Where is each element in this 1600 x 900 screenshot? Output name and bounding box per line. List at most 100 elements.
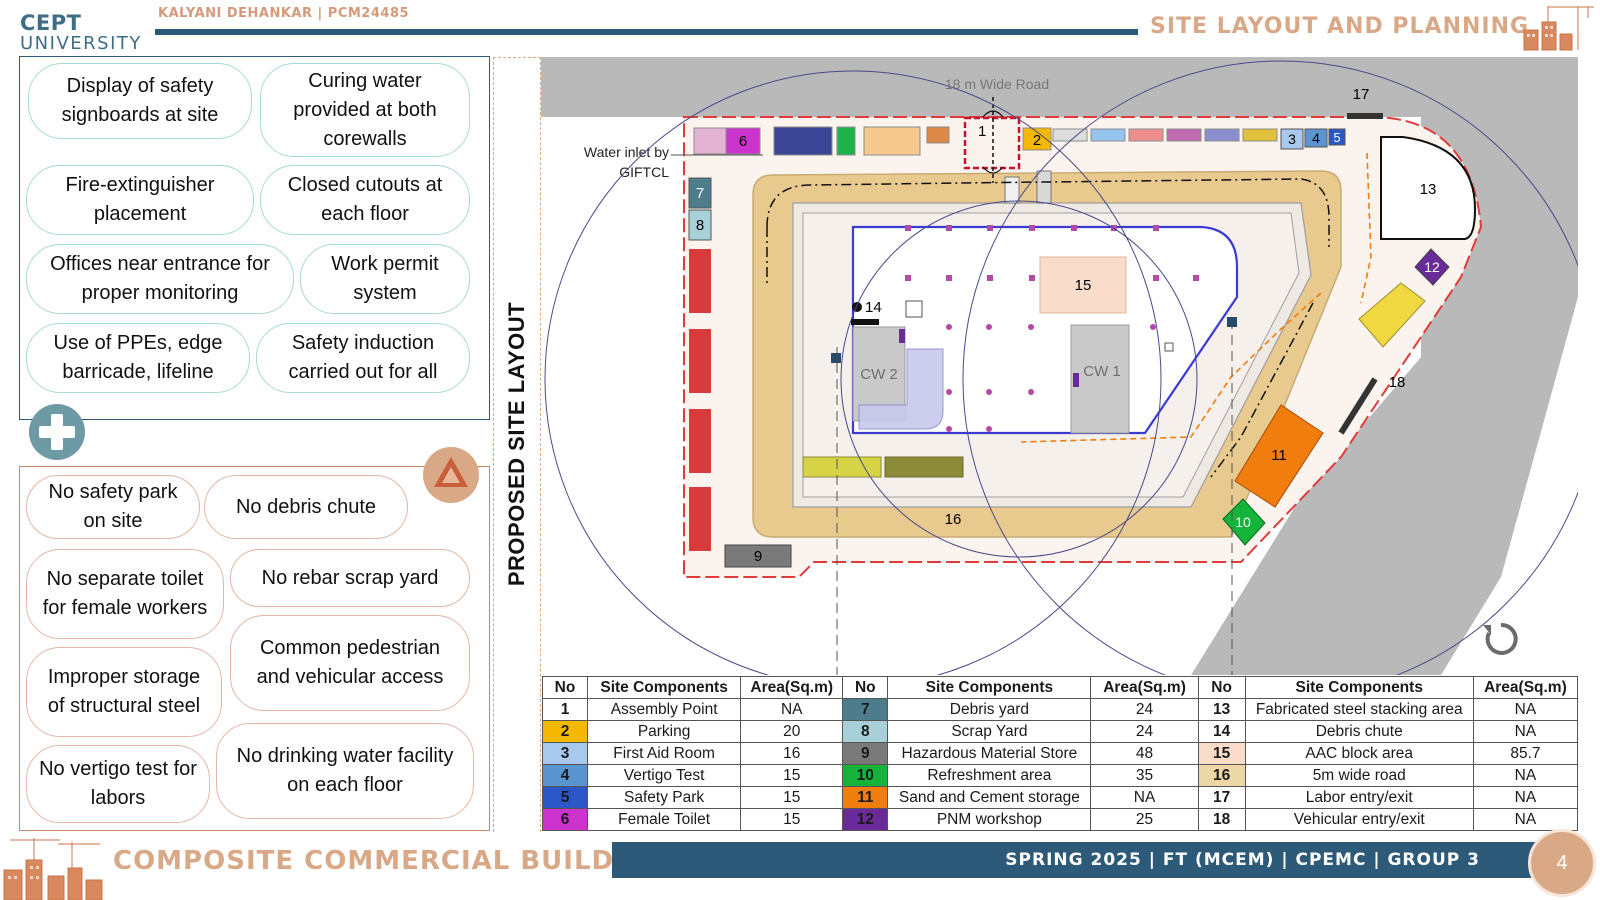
side-road	[1191, 117, 1578, 675]
construction-crane-icon	[1523, 6, 1594, 51]
component-number: 16	[1197, 764, 1246, 787]
component-area: 15	[740, 786, 844, 809]
col-header: Area(Sq.m)	[1090, 676, 1199, 699]
component-name: Debris yard	[887, 698, 1092, 721]
col-header: Site Components	[887, 676, 1092, 699]
fabricated-steel-area	[1380, 136, 1477, 240]
scrap-yard	[688, 209, 712, 241]
header-rule	[155, 29, 1138, 35]
labor-entry	[1347, 113, 1383, 119]
col-header: Site Components	[587, 676, 742, 699]
component-number: 6	[541, 808, 589, 831]
refreshment-area	[1222, 498, 1266, 546]
component-name: Parking	[587, 720, 742, 743]
component-number: 13	[1197, 698, 1246, 721]
component-area: 16	[740, 742, 844, 765]
vertigo-test	[1304, 128, 1328, 148]
safety-measures-panel: Display of safety signboards at site Cur…	[19, 56, 490, 420]
marker-12: 12	[1424, 259, 1440, 275]
measure-item: Safety induction carried out for all	[256, 323, 470, 393]
aac-block-area	[1039, 256, 1127, 314]
component-name: PNM workshop	[887, 808, 1092, 831]
marker-8: 8	[696, 217, 704, 234]
marker-5: 5	[1333, 130, 1340, 145]
label-frame-left	[493, 57, 494, 832]
marker-10: 10	[1235, 514, 1251, 530]
component-name: Vehicular entry/exit	[1244, 808, 1474, 831]
cept-logo: CEPT UNIVERSITY	[20, 12, 144, 56]
component-number: 11	[842, 786, 889, 809]
component-area: 24	[1090, 698, 1199, 721]
vehicular-entry	[1338, 377, 1378, 435]
component-name: 5m wide road	[1244, 764, 1474, 787]
component-area: 85.7	[1472, 742, 1579, 765]
debris-yard	[688, 177, 712, 209]
col-header: Site Components	[1244, 676, 1474, 699]
component-name: First Aid Room	[587, 742, 742, 765]
component-name: Labor entry/exit	[1244, 786, 1474, 809]
component-name: Fabricated steel stacking area	[1244, 698, 1474, 721]
component-area: 25	[1090, 808, 1199, 831]
marker-7: 7	[696, 185, 704, 202]
issue-item: No drinking water facility on each floor	[216, 723, 474, 819]
corewall-1-label: CW 1	[1083, 363, 1121, 380]
issue-item: Improper storage of structural steel	[26, 647, 222, 737]
corewall-1	[1070, 324, 1130, 434]
component-area: 35	[1090, 764, 1199, 787]
author-label: KALYANI DEHANKAR | PCM24485	[158, 6, 410, 21]
rotate-icon	[1483, 622, 1518, 655]
component-name: Female Toilet	[587, 808, 742, 831]
component-number: 17	[1197, 786, 1246, 809]
assembly-point	[963, 116, 1021, 170]
component-name: Scrap Yard	[887, 720, 1092, 743]
table-header-row: No Site Components Area(Sq.m) No Site Co…	[541, 676, 1579, 699]
marker-4: 4	[1312, 130, 1320, 146]
marker-13: 13	[1420, 181, 1437, 198]
site-components-table: No Site Components Area(Sq.m) No Site Co…	[541, 676, 1579, 831]
marker-17: 17	[1353, 86, 1370, 103]
measure-item: Fire-extinguisher placement	[26, 165, 254, 235]
marker-15: 15	[1075, 277, 1092, 294]
marker-9: 9	[754, 548, 762, 565]
page-number: 4	[1528, 829, 1596, 897]
construction-skyline-icon	[3, 838, 103, 900]
main-road	[541, 57, 1578, 117]
component-area: NA	[1472, 698, 1579, 721]
project-title: COMPOSITE COMMERCIAL BUILDING	[113, 846, 670, 876]
safety-issues-panel: No safety park on site No debris chute N…	[19, 466, 490, 831]
component-area: 15	[740, 764, 844, 787]
marker-11: 11	[1271, 447, 1287, 464]
parking	[1022, 127, 1052, 151]
first-aid-room	[1280, 128, 1304, 150]
logo-line2: UNIVERSITY	[20, 33, 142, 54]
marker-14: 14	[865, 299, 882, 316]
component-number: 14	[1197, 720, 1246, 743]
proposed-site-layout-label: PROPOSED SITE LAYOUT	[504, 301, 529, 587]
component-name: Refreshment area	[887, 764, 1092, 787]
component-number: 7	[842, 698, 889, 721]
component-area: NA	[740, 698, 844, 721]
component-number: 1	[541, 698, 589, 721]
component-area: NA	[1472, 808, 1579, 831]
component-number: 2	[541, 720, 589, 743]
measure-item: Closed cutouts at each floor	[260, 165, 470, 235]
component-number: 15	[1197, 742, 1246, 765]
component-name: Sand and Cement storage	[887, 786, 1092, 809]
component-name: Safety Park	[587, 786, 742, 809]
component-area: 20	[740, 720, 844, 743]
label-frame-right	[540, 57, 541, 832]
issue-item: No vertigo test for labors	[26, 745, 210, 823]
component-number: 12	[842, 808, 889, 831]
pnm-workshop	[1414, 248, 1450, 286]
component-number: 10	[842, 764, 889, 787]
marker-6: 6	[739, 133, 747, 150]
marker-18: 18	[1389, 374, 1406, 391]
marker-1: 1	[978, 123, 986, 140]
course-info: SPRING 2025 | FT (MCEM) | CPEMC | GROUP …	[1005, 850, 1480, 870]
component-name: Assembly Point	[587, 698, 742, 721]
